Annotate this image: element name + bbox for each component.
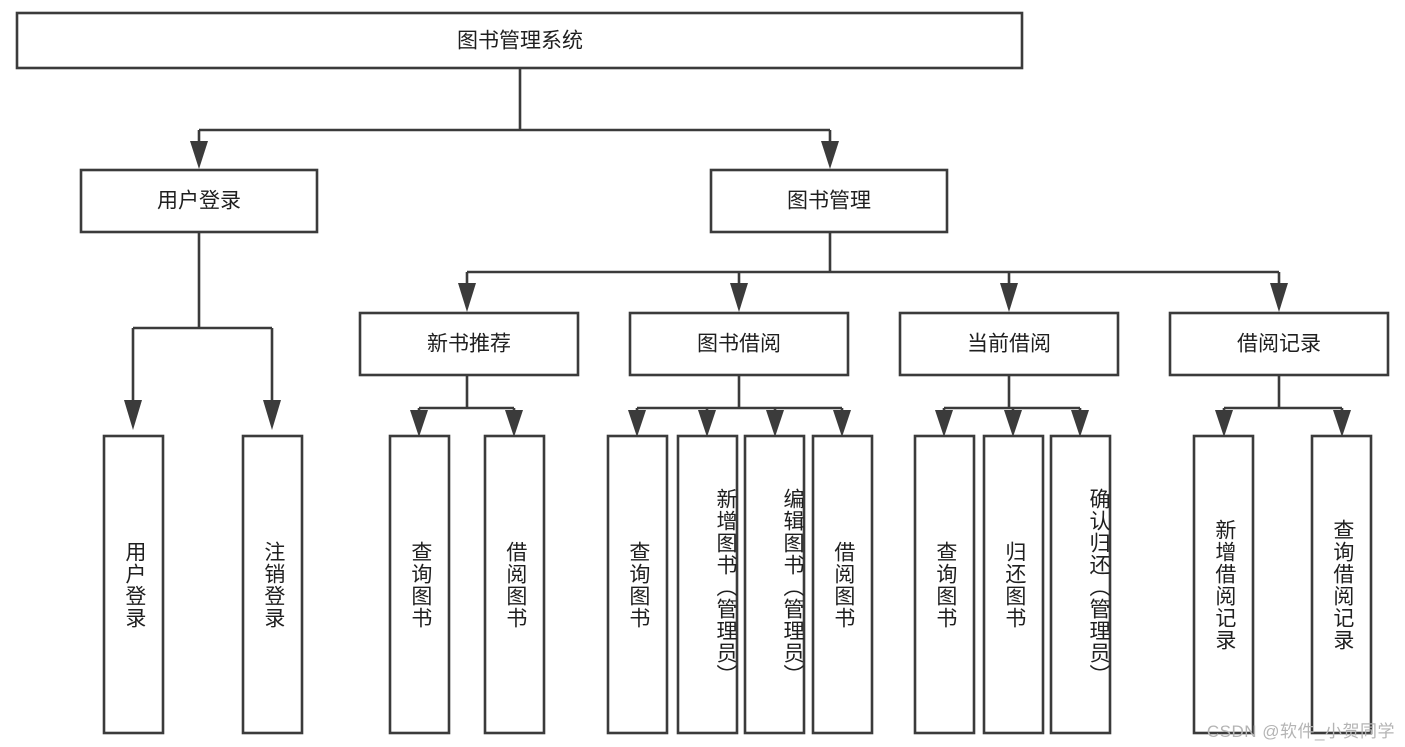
leaf-borrow-record-1[interactable] — [1310, 434, 1373, 735]
node-book-manage[interactable] — [709, 168, 949, 234]
label-root-system: 图书管理系统 — [457, 30, 583, 53]
arrow-head-borrow-record — [1270, 283, 1288, 312]
arrow-head-cb-leaf1 — [935, 410, 953, 437]
node-root-system[interactable] — [15, 11, 1024, 70]
arrow-head-bb-leaf3 — [766, 410, 784, 437]
arrow-head-bb-leaf1 — [628, 410, 646, 437]
arrow-head-leaf-logout — [263, 400, 281, 430]
connector-group-user-login — [124, 232, 281, 430]
node-new-book-recommend[interactable] — [358, 311, 580, 377]
connector-group-current-borrow — [935, 375, 1089, 437]
leaf-book-borrow-3[interactable] — [811, 434, 874, 735]
label-new-book-recommend: 新书推荐 — [427, 333, 511, 356]
arrow-head-nb-leaf1 — [410, 410, 428, 437]
label-book-borrow: 图书借阅 — [697, 333, 781, 356]
connector-group-book-borrow — [628, 375, 851, 437]
leaf-current-borrow-0[interactable] — [913, 434, 976, 735]
node-borrow-record[interactable] — [1168, 311, 1390, 377]
leaf-book-borrow-1[interactable] — [676, 434, 739, 735]
arrow-head-nb-leaf2 — [505, 410, 523, 437]
arrow-head-br-leaf1 — [1215, 410, 1233, 437]
leaf-book-borrow-2[interactable] — [743, 434, 806, 735]
connector-group-book-manage — [458, 232, 1288, 312]
label-borrow-record: 借阅记录 — [1237, 333, 1321, 356]
arrow-head-new-book-recommend — [458, 283, 476, 312]
leaf-user-login-0[interactable] — [102, 434, 165, 735]
leaf-book-borrow-0[interactable] — [606, 434, 669, 735]
arrow-head-bb-leaf2 — [698, 410, 716, 437]
arrow-head-br-leaf2 — [1333, 410, 1351, 437]
connector-group-new-book — [410, 375, 523, 437]
leaf-current-borrow-2[interactable] — [1049, 434, 1112, 735]
arrow-head-bb-leaf4 — [833, 410, 851, 437]
arrow-head-leaf-user-login — [124, 400, 142, 430]
label-book-manage: 图书管理 — [787, 190, 871, 213]
label-user-login: 用户登录 — [157, 190, 241, 213]
leaf-new-book-0[interactable] — [388, 434, 451, 735]
leaf-user-login-1[interactable] — [241, 434, 304, 735]
leaf-new-book-1[interactable] — [483, 434, 546, 735]
watermark-text: CSDN @软件_小贺同学 — [1206, 722, 1395, 741]
leaf-borrow-record-0[interactable] — [1192, 434, 1255, 735]
leaf-current-borrow-1[interactable] — [982, 434, 1045, 735]
arrow-head-cb-leaf3 — [1071, 410, 1089, 437]
node-user-login[interactable] — [79, 168, 319, 234]
arrow-head-user-login — [190, 141, 208, 169]
arrow-head-book-manage — [821, 141, 839, 169]
arrow-head-current-borrow — [1000, 283, 1018, 312]
node-current-borrow[interactable] — [898, 311, 1120, 377]
arrow-head-book-borrow — [730, 283, 748, 312]
connector-group-root — [190, 68, 839, 169]
connector-group-borrow-record — [1215, 375, 1351, 437]
arrow-head-cb-leaf2 — [1004, 410, 1022, 437]
node-book-borrow[interactable] — [628, 311, 850, 377]
label-current-borrow: 当前借阅 — [967, 333, 1051, 356]
